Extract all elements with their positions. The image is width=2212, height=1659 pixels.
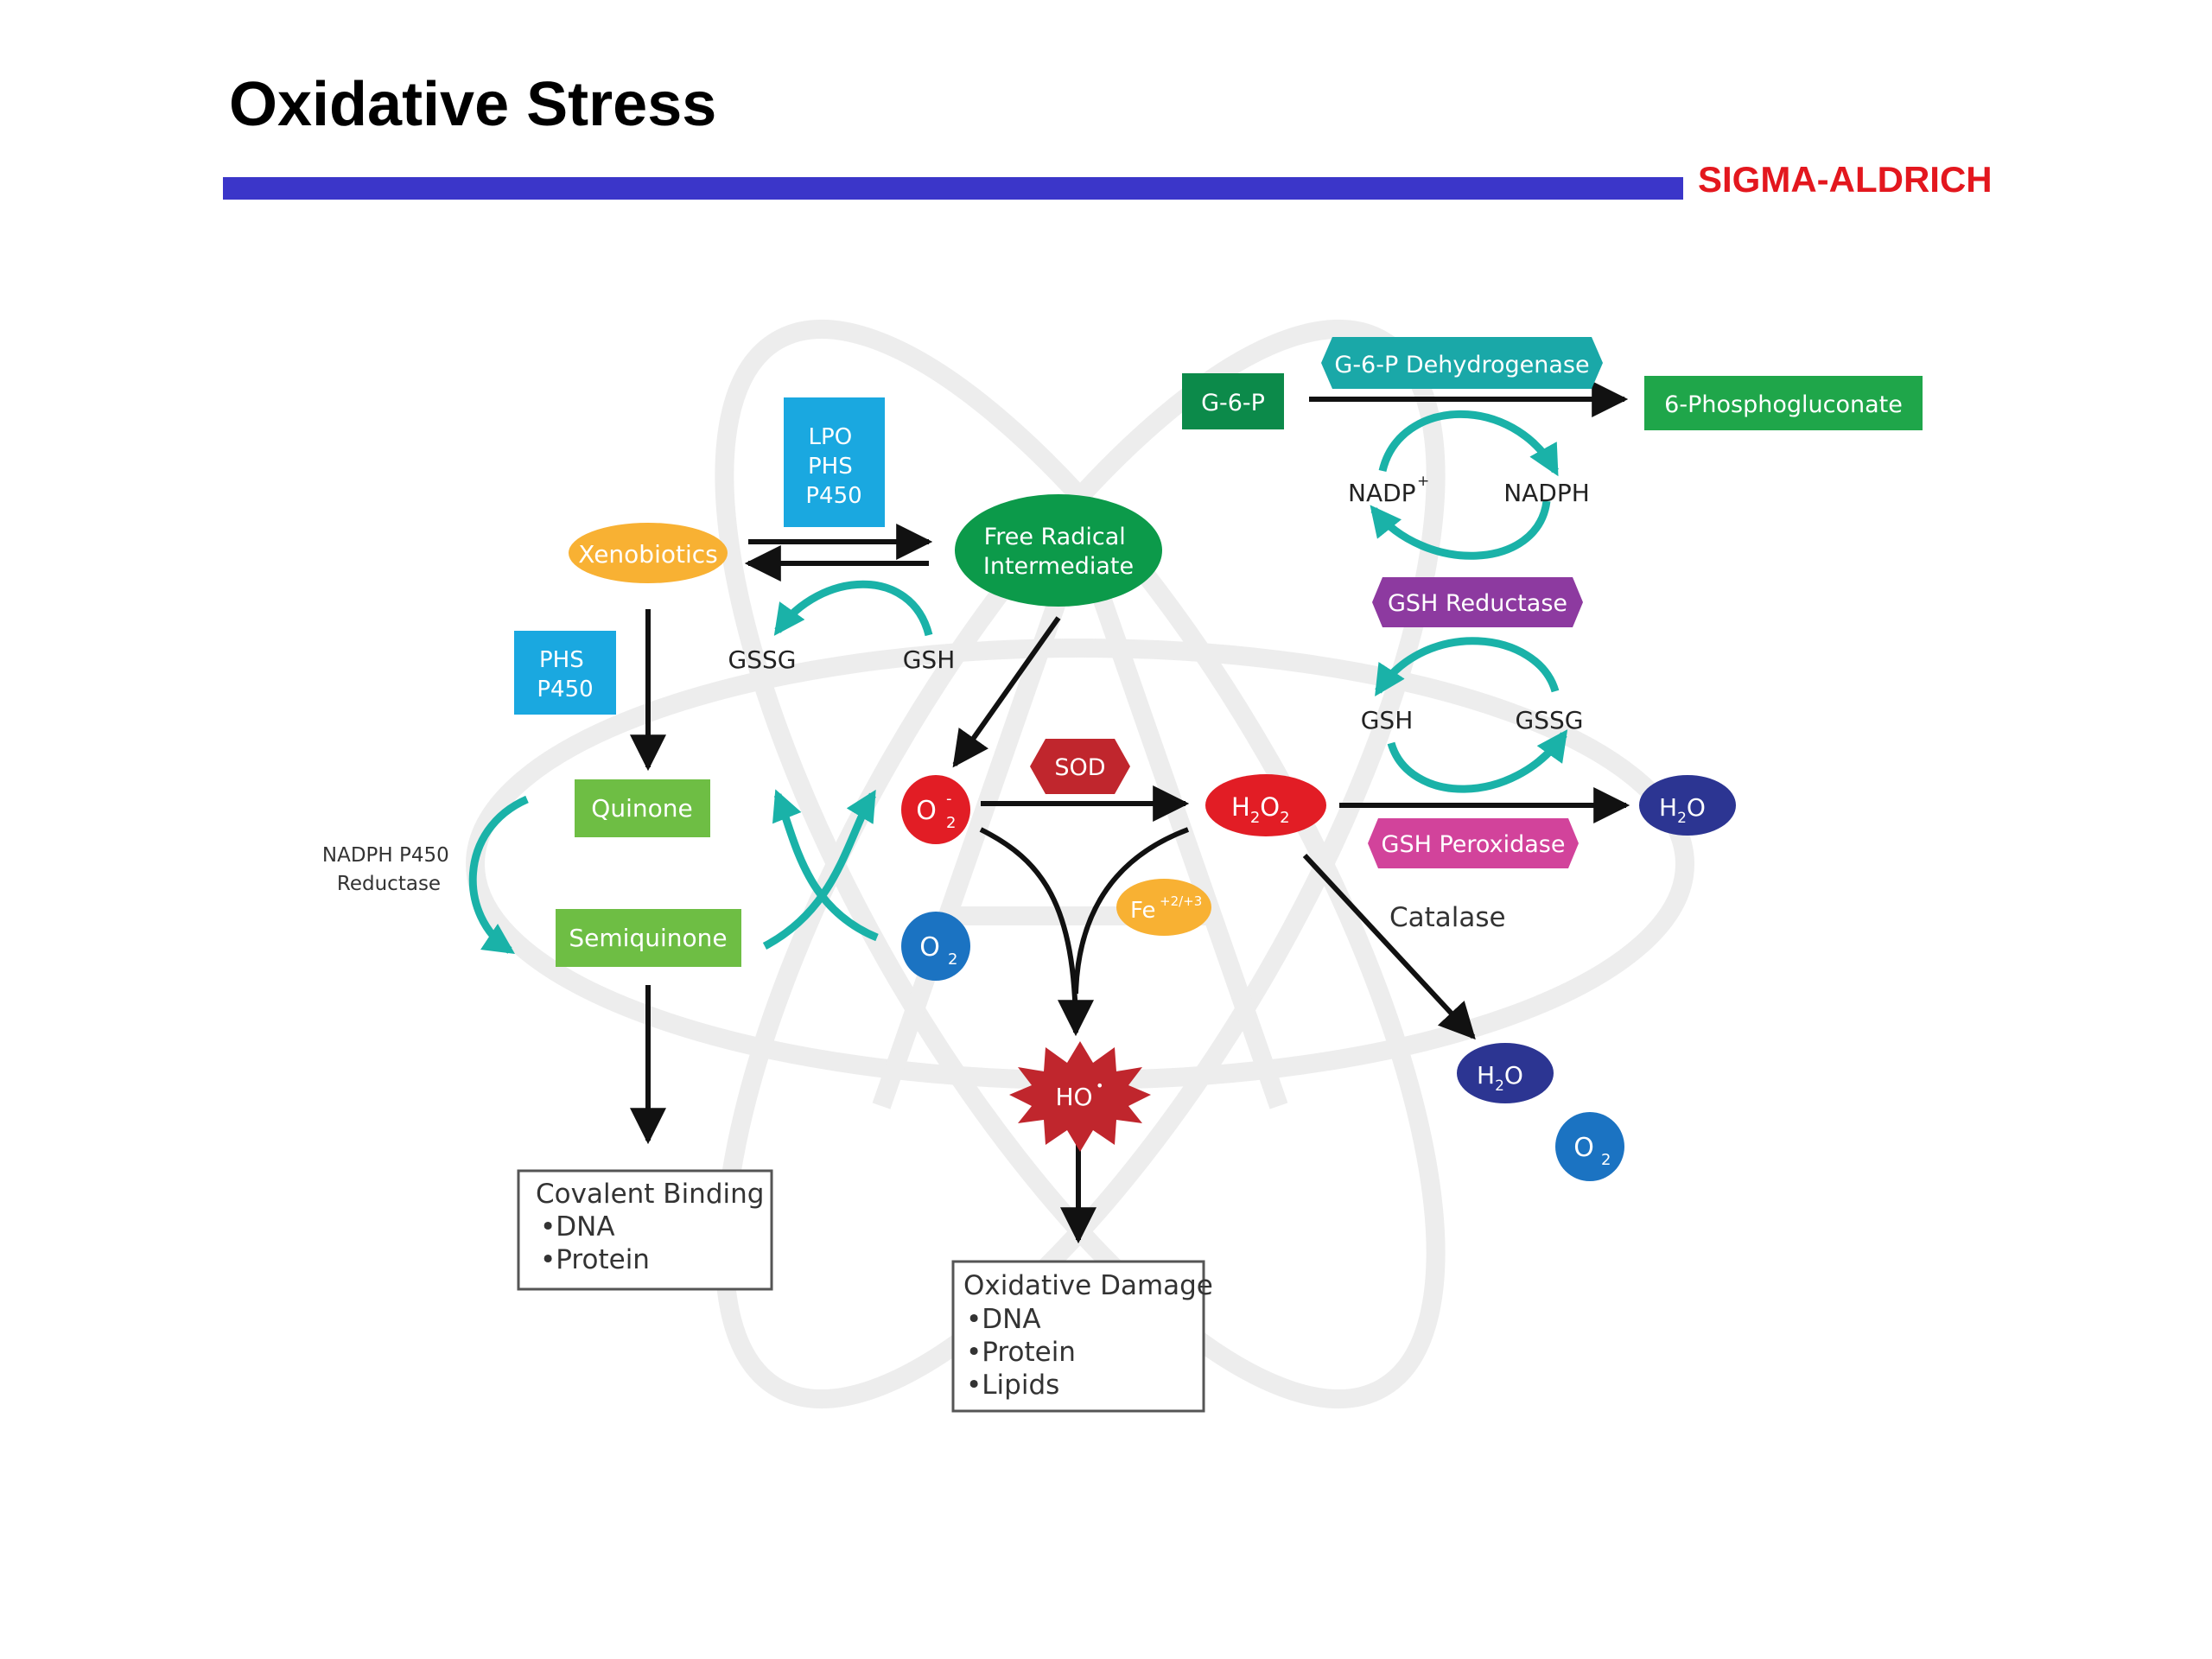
cycle-arrows (468, 410, 1568, 955)
covalent-binding-box: Covalent Binding •DNA •Protein (517, 1169, 773, 1291)
svg-text:2: 2 (1601, 1151, 1611, 1169)
title-rule (223, 177, 1683, 200)
svg-text:LPO PHS P450: LPO PHS P450 (805, 424, 861, 509)
gssg-left-label: GSSG (728, 645, 797, 674)
nadph-label: NADPH (1503, 479, 1590, 507)
svg-text:Quinone: Quinone (591, 794, 692, 823)
hydroxyl-node: HO • (1009, 1041, 1151, 1152)
svg-text:Semiquinone: Semiquinone (569, 924, 727, 952)
sod-enzyme: SOD (1030, 739, 1130, 794)
svg-text:PHS P450: PHS P450 (537, 647, 593, 702)
catalase-label: Catalase (1389, 902, 1506, 933)
svg-text:Fe: Fe (1130, 898, 1156, 924)
gssg-right-label: GSSG (1516, 706, 1584, 734)
svg-text:NADP: NADP (1348, 479, 1416, 507)
xenobiotics-node: Xenobiotics (569, 523, 728, 583)
gsh-left-label: GSH (903, 645, 956, 674)
semiquinone-node: Semiquinone (556, 909, 741, 967)
svg-text:G-6-P: G-6-P (1201, 390, 1265, 416)
gsh-right-label: GSH (1361, 706, 1414, 734)
svg-text:•: • (1096, 1077, 1103, 1094)
svg-text:GSH Peroxidase: GSH Peroxidase (1382, 831, 1566, 858)
svg-text:+: + (1417, 473, 1429, 490)
peroxide-node: H2O2 (1205, 774, 1326, 836)
svg-text:-: - (946, 790, 952, 808)
svg-text:Covalent Binding •DNA: Covalent Binding •DNA •Protein (536, 1179, 772, 1275)
svg-text:2: 2 (948, 950, 957, 969)
superoxide-node: O 2 - (901, 775, 970, 844)
svg-text:6-Phosphogluconate: 6-Phosphogluconate (1664, 391, 1903, 418)
iron-node: Fe +2/+3 (1116, 879, 1211, 936)
oxidative-damage-box: Oxidative Damage •DNA •Protein •Lipids (951, 1260, 1222, 1413)
quinone-node: Quinone (575, 779, 710, 837)
svg-text:G-6-P Dehydrogenase: G-6-P Dehydrogenase (1334, 352, 1589, 378)
svg-text:HO: HO (1055, 1083, 1092, 1111)
g6p-dehydrogenase-enzyme: G-6-P Dehydrogenase (1321, 337, 1603, 389)
svg-text:H2O: H2O (1659, 793, 1706, 827)
lpo-enzyme-box: LPO PHS P450 (784, 397, 885, 527)
svg-text:Free Radical Intermediat: Free Radical Intermediate (983, 524, 1134, 580)
brand-logo-text: SIGMA-ALDRICH (1698, 159, 1993, 200)
arrow-radical-to-superoxide (952, 616, 1061, 768)
nadph-reductase-label: NADPH P450 Reductase (322, 844, 455, 895)
o2-bottom-node: O 2 (1555, 1112, 1624, 1181)
o2-left-node: O 2 (901, 912, 970, 981)
arrow-fenton-left (979, 827, 1094, 1037)
phs-enzyme-box: PHS P450 (514, 631, 616, 715)
svg-text:O: O (916, 796, 937, 826)
nadp-label: NADP + (1348, 473, 1429, 507)
phosphogluconate-node: 6-Phosphogluconate (1644, 376, 1923, 430)
gsh-peroxidase-enzyme: GSH Peroxidase (1368, 818, 1579, 868)
svg-text:H2O: H2O (1477, 1061, 1523, 1095)
water-bottom-node: H2O (1457, 1043, 1554, 1103)
svg-text:GSH Reductase: GSH Reductase (1388, 590, 1567, 617)
svg-text:Oxidative Damage •DNA: Oxidative Damage •DNA •Protein •Lipids (963, 1270, 1222, 1401)
svg-text:2: 2 (946, 814, 956, 832)
svg-text:O: O (1573, 1133, 1594, 1163)
g6p-node: G-6-P (1182, 373, 1284, 429)
xenobiotics-label: Xenobiotics (578, 540, 717, 569)
svg-text:H2O2: H2O2 (1231, 792, 1290, 827)
svg-text:+2/+3: +2/+3 (1160, 893, 1202, 909)
arrow-catalase (1302, 853, 1476, 1040)
water-right-node: H2O (1639, 775, 1736, 836)
svg-text:SOD: SOD (1054, 754, 1105, 781)
reaction-arrows (630, 381, 1630, 1244)
gsh-reductase-enzyme: GSH Reductase (1372, 577, 1583, 627)
svg-text:O: O (919, 932, 940, 963)
arrow-fenton-right (1073, 827, 1190, 995)
free-radical-node: Free Radical Intermediate (955, 494, 1162, 607)
page-title: Oxidative Stress (229, 70, 717, 139)
